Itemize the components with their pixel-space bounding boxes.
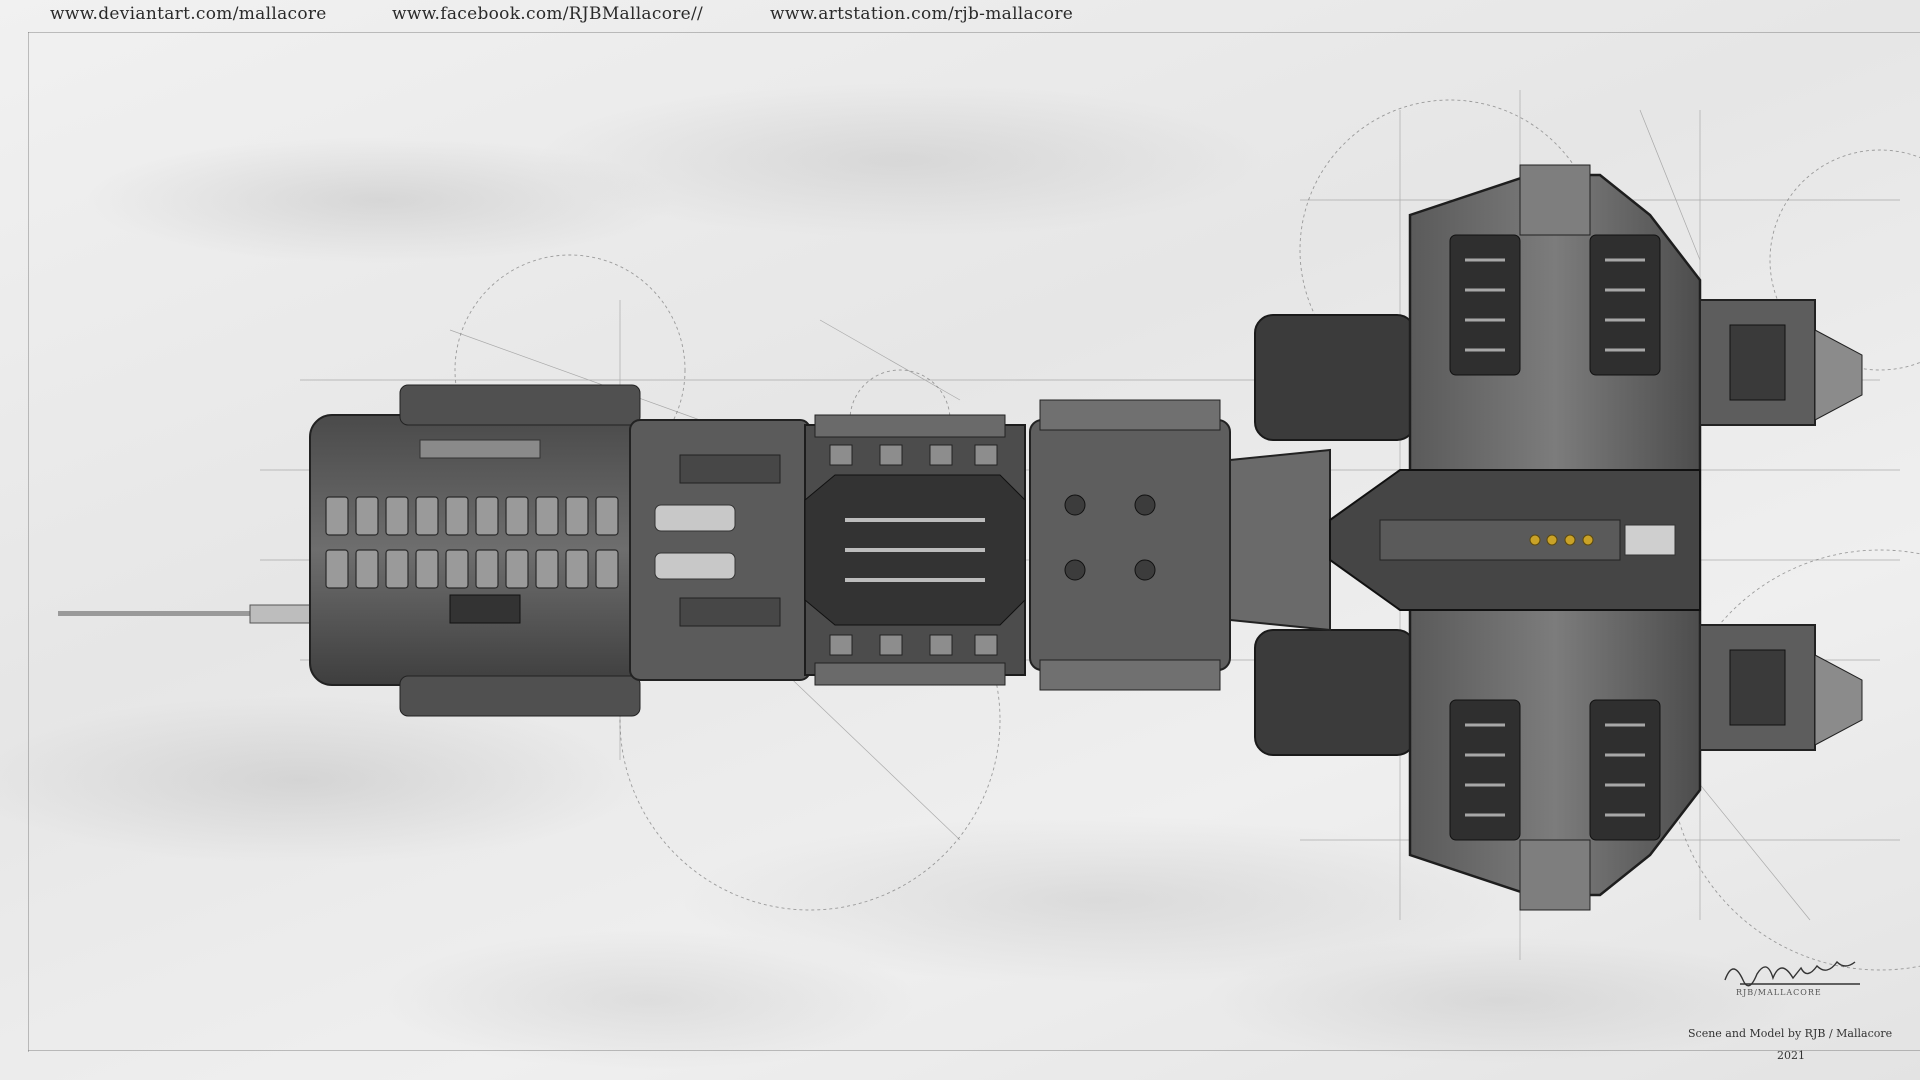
credit-line: Scene and Model by RJB / Mallacore xyxy=(1688,1027,1893,1040)
frame-left-line xyxy=(28,32,29,1052)
facebook-link[interactable]: www.facebook.com/RJBMallacore// xyxy=(392,4,704,24)
aft-thrusters xyxy=(1699,299,1863,751)
engine-pods xyxy=(1254,314,1416,756)
frame-top-line xyxy=(28,32,1920,33)
deviantart-link[interactable]: www.deviantart.com/mallacore xyxy=(50,4,327,24)
artstation-link[interactable]: www.artstation.com/rjb-mallacore xyxy=(770,4,1074,24)
signature-mark xyxy=(1724,960,1860,987)
core-reactor-module xyxy=(804,414,1026,686)
signature: RJB/MALLACORE xyxy=(1736,988,1822,997)
year-label: 2021 xyxy=(1777,1049,1805,1062)
aft-neck xyxy=(1229,448,1331,632)
mid-connector-module xyxy=(629,419,811,681)
midship-module xyxy=(1029,399,1231,691)
main-wing-hull xyxy=(1329,164,1702,911)
frame-bottom-line xyxy=(28,1050,1920,1051)
forward-hull-module xyxy=(309,384,641,717)
